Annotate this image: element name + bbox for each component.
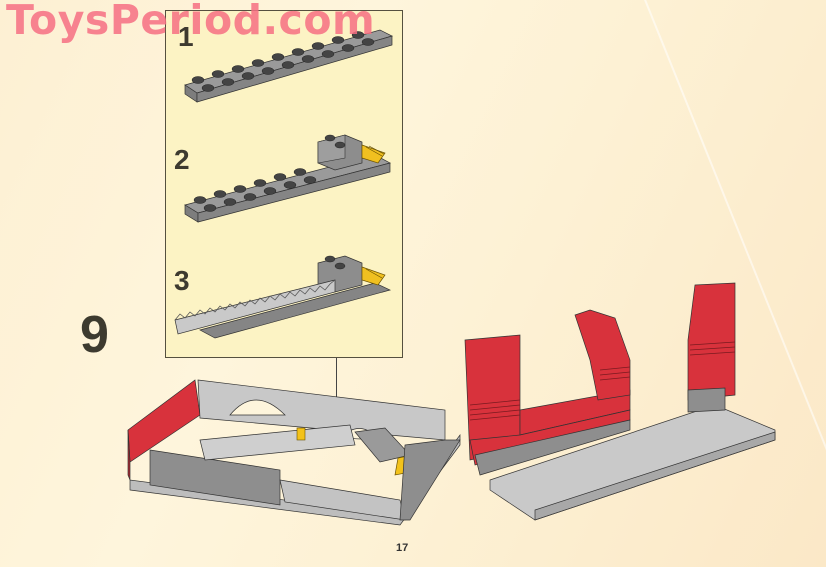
main-right-assembly-illustration [464, 282, 776, 521]
callout-pointer-line [336, 358, 337, 418]
main-step-number: 9 [80, 306, 109, 364]
page-number: 17 [396, 542, 409, 554]
sub-step-1-plate-illustration [184, 29, 393, 103]
sub-step-number-1: 1 [178, 21, 194, 52]
sub-step-2-illustration [184, 134, 391, 223]
sub-step-number-3: 3 [174, 265, 190, 296]
sub-step-number-2: 2 [174, 144, 190, 175]
main-left-assembly-illustration [127, 379, 461, 526]
sub-step-3-illustration [174, 255, 392, 339]
watermark: ToysPeriod.com [6, 0, 376, 44]
